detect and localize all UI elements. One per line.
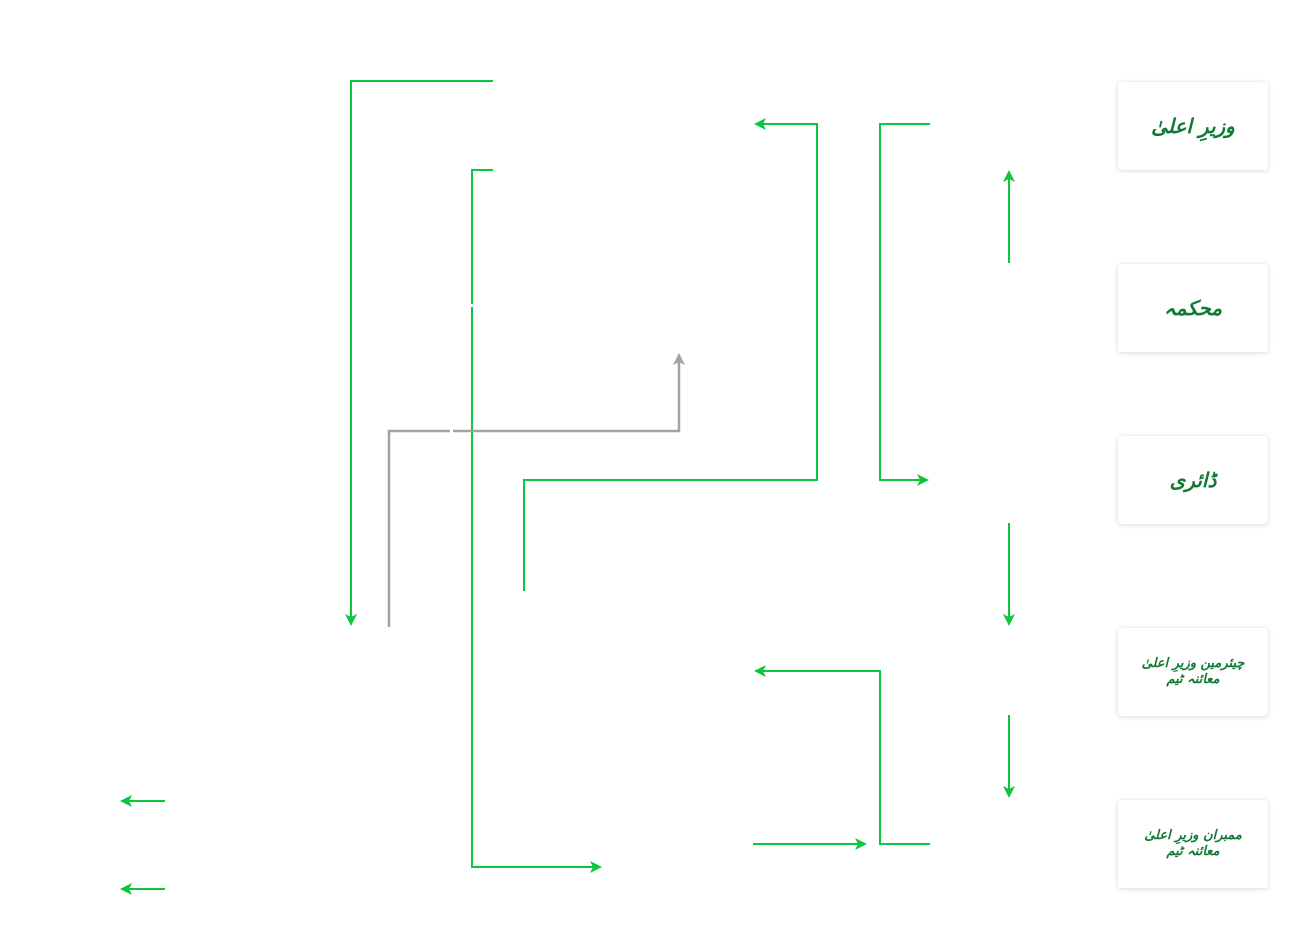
connector-arrow-c2 — [471, 169, 602, 873]
line-gap — [450, 428, 453, 434]
connector-arrow-c1 — [345, 80, 493, 626]
connector-arrow-c9 — [754, 665, 930, 845]
node-members-inspection-team[interactable]: ممبران وزیرِ اعلیٰ معائنہ ٹیم — [1118, 800, 1268, 888]
connector-arrow-c4 — [523, 118, 818, 591]
line-gap — [469, 304, 475, 307]
node-label: ڈائری — [1170, 468, 1217, 493]
node-label-line: چیئرمین وزیرِ اعلیٰ — [1141, 655, 1245, 671]
node-label-line: معائنہ ٹیم — [1166, 844, 1220, 859]
node-label: محکمہ — [1164, 296, 1222, 321]
connectors-layer — [120, 80, 1015, 895]
connector-arrow-c3 — [387, 353, 685, 627]
node-chairman-inspection-team[interactable]: چیئرمین وزیرِ اعلیٰ معائنہ ٹیم — [1118, 628, 1268, 716]
node-label-line: معائنہ ٹیم — [1166, 672, 1220, 687]
node-label-line: محکمہ — [1164, 295, 1222, 320]
node-chief-minister[interactable]: وزیرِ اعلیٰ — [1118, 82, 1268, 170]
connector-arrow-c5 — [879, 123, 930, 486]
node-label: ممبران وزیرِ اعلیٰ معائنہ ٹیم — [1144, 828, 1242, 861]
node-department[interactable]: محکمہ — [1118, 264, 1268, 352]
node-label-line: ممبران وزیرِ اعلیٰ — [1144, 827, 1242, 843]
node-label-line: وزیرِ اعلیٰ — [1151, 113, 1235, 138]
node-diary[interactable]: ڈائری — [1118, 436, 1268, 524]
node-label: چیئرمین وزیرِ اعلیٰ معائنہ ٹیم — [1142, 656, 1245, 689]
node-label-line: ڈائری — [1169, 467, 1217, 492]
node-label: وزیرِ اعلیٰ — [1151, 114, 1235, 139]
